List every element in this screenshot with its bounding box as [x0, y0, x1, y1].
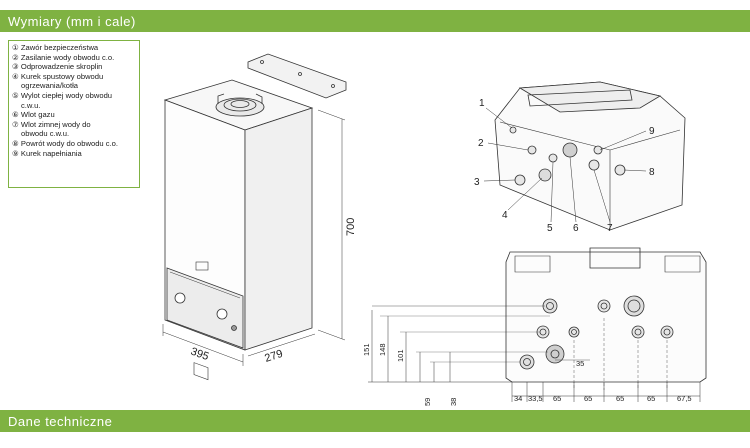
- dim-vertical: 59: [423, 398, 432, 406]
- dim-depth: 279: [263, 348, 284, 365]
- legend-item: ⑦ Wlot zimnej wody do: [12, 119, 91, 129]
- dim-width: 395: [189, 346, 210, 364]
- legend-item: ② Zasilanie wody obwodu c.o.: [12, 52, 115, 62]
- dim-vertical: 151: [362, 343, 371, 356]
- callout-number: 7: [607, 223, 613, 234]
- dim-vertical: 38: [449, 398, 458, 406]
- legend-item: ogrzewania/kotła: [21, 81, 78, 91]
- callout-number: 5: [547, 223, 553, 234]
- callout-number: 3: [474, 177, 480, 188]
- legend-item: ⑥ Wlot gazu: [12, 110, 55, 120]
- legend-item: obwodu c.w.u.: [21, 129, 70, 139]
- callout-number: 6: [573, 223, 579, 234]
- legend-item: c.w.u.: [21, 100, 41, 110]
- dim-offset: 35: [576, 359, 584, 368]
- boiler-isometric-drawing: [162, 53, 347, 381]
- legend-item: ⑨ Kurek napełniania: [12, 148, 82, 158]
- callout-number: 4: [502, 210, 508, 221]
- dim-horizontal: 67,5: [677, 394, 692, 403]
- callout-number: 8: [649, 167, 655, 178]
- underside-perspective-drawing: [483, 81, 686, 231]
- dim-horizontal: 65: [584, 394, 592, 403]
- legend-item: ④ Kurek spustowy obwodu: [12, 71, 104, 81]
- legend-item: ③ Odprowadzenie skroplin: [12, 62, 103, 72]
- dim-vertical: 101: [396, 349, 405, 362]
- section-header-technical-data: Dane techniczne: [0, 410, 750, 432]
- legend-item: ⑧ Powrót wody do obwodu c.o.: [12, 138, 119, 148]
- section-header-dimensions: Wymiary (mm i cale): [0, 10, 750, 32]
- dim-horizontal: 65: [553, 394, 561, 403]
- dim-horizontal: 65: [616, 394, 624, 403]
- callout-number: 9: [649, 126, 655, 137]
- legend-item: ⑤ Wylot ciepłej wody obwodu: [12, 90, 113, 100]
- dim-horizontal: 34: [514, 394, 522, 403]
- callout-number: 1: [479, 98, 485, 109]
- dim-height: 700: [345, 218, 357, 236]
- dim-horizontal: 33,5: [528, 394, 543, 403]
- legend-item: ① Zawór bezpieczeństwa: [12, 43, 99, 52]
- bottom-view-drawing: [368, 247, 707, 402]
- callout-number: 2: [478, 138, 484, 149]
- dim-vertical: 148: [378, 343, 387, 356]
- section-title: Dane techniczne: [8, 414, 113, 429]
- connections-legend: ① Zawór bezpieczeństwa ② Zasilanie wody …: [8, 40, 140, 188]
- section-title: Wymiary (mm i cale): [8, 14, 136, 29]
- dim-horizontal: 65: [647, 394, 655, 403]
